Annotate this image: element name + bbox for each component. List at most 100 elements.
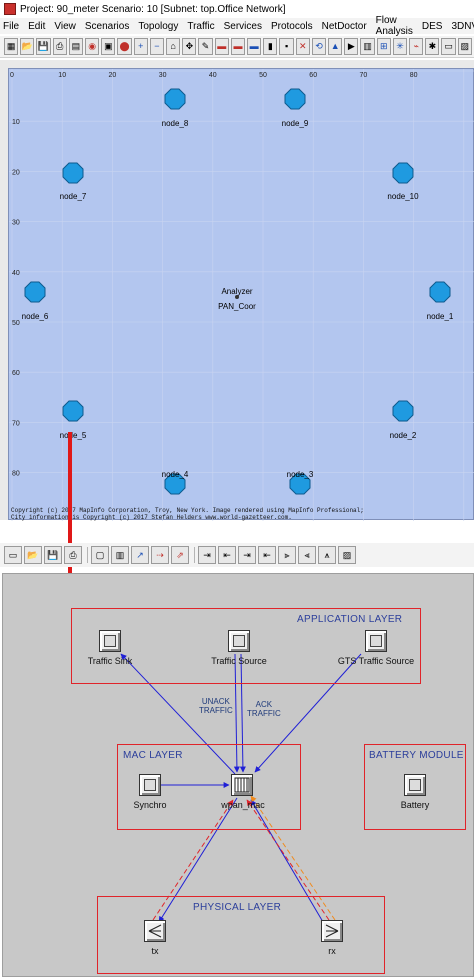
menu-file[interactable]: File — [3, 20, 20, 32]
print-icon[interactable]: ⎙ — [64, 546, 82, 564]
traffic-source-module[interactable] — [228, 630, 250, 652]
wpan-mac-module[interactable] — [231, 774, 253, 796]
home-icon[interactable]: ⌂ — [166, 38, 181, 55]
menu-view[interactable]: View — [54, 20, 76, 32]
menu-topology[interactable]: Topology — [138, 20, 179, 32]
palette-icon[interactable]: ◉ — [85, 38, 100, 55]
open-folder-icon[interactable]: 📂 — [20, 38, 35, 55]
tx-bus-icon[interactable]: ⇥ — [238, 546, 256, 564]
node-model-canvas[interactable]: APPLICATION LAYER MAC LAYER BATTERY MODU… — [2, 573, 474, 977]
antenna-icon[interactable]: ⩚ — [318, 546, 336, 564]
stat-wire-rx-to-mac-red[interactable] — [246, 799, 330, 921]
application-layer-box — [71, 608, 421, 684]
topology-icon[interactable]: ⊞ — [376, 38, 391, 55]
node-node-9-icon[interactable] — [284, 88, 306, 110]
link-ok-icon[interactable]: ▬ — [214, 38, 229, 55]
fail-icon[interactable]: ✕ — [295, 38, 310, 55]
stream-gts-to-mac[interactable] — [254, 653, 362, 773]
link-check-icon[interactable]: ▬ — [247, 38, 262, 55]
fullscreen-icon[interactable]: ▨ — [338, 546, 356, 564]
node-node-8-icon[interactable] — [164, 88, 186, 110]
battery-module-title: BATTERY MODULE — [369, 750, 464, 761]
tx-radio-icon[interactable]: ⫸ — [278, 546, 296, 564]
association-icon[interactable]: ⇗ — [171, 546, 189, 564]
node-node-10-icon[interactable] — [392, 162, 414, 184]
menu-netdoctor[interactable]: NetDoctor — [321, 20, 367, 32]
zoom-out-icon[interactable]: − — [149, 38, 165, 55]
pan-icon[interactable]: ✥ — [182, 38, 197, 55]
node-node-7-icon[interactable] — [62, 162, 84, 184]
rx-radio-icon[interactable]: ⫷ — [298, 546, 316, 564]
tx-pt-icon[interactable]: ⇥ — [198, 546, 216, 564]
battery-module-box — [364, 744, 466, 830]
map-tick-x: 40 — [209, 72, 217, 79]
recover-icon[interactable]: ⟲ — [311, 38, 327, 55]
unack-label-line-2: TRAFFIC — [199, 706, 233, 715]
new-icon[interactable]: ▭ — [4, 546, 22, 564]
draw-icon[interactable]: ✎ — [198, 38, 213, 55]
menu-flow-analysis[interactable]: Flow Analysis — [375, 15, 413, 37]
node-node-3-icon[interactable] — [289, 473, 311, 495]
stream-rx-to-mac[interactable] — [250, 799, 324, 923]
menu-scenarios[interactable]: Scenarios — [84, 20, 130, 32]
analyzer-dot[interactable] — [235, 295, 239, 299]
statistic-wire-icon[interactable]: ⇢ — [151, 546, 169, 564]
save-icon[interactable]: 💾 — [44, 546, 62, 564]
menu-edit[interactable]: Edit — [28, 20, 46, 32]
open-icon[interactable]: 📂 — [24, 546, 42, 564]
run-icon[interactable]: ▶ — [344, 38, 359, 55]
node-node-4-icon[interactable] — [164, 473, 186, 495]
print-preview-icon[interactable]: ▤ — [68, 38, 84, 55]
processor-icon[interactable]: ▢ — [91, 546, 109, 564]
stat-wire-rx-to-mac-orange[interactable] — [250, 795, 336, 921]
node-node-1-icon[interactable] — [429, 281, 451, 303]
map-tick-y: 20 — [12, 169, 20, 176]
stat-wire-tx-to-mac[interactable] — [152, 799, 234, 921]
folder-icon[interactable]: ▭ — [441, 38, 456, 55]
menu-traffic[interactable]: Traffic — [187, 20, 215, 32]
node-node-5-icon[interactable] — [62, 400, 84, 422]
save-icon[interactable]: 💾 — [36, 38, 51, 55]
tile-icon[interactable]: ▦ — [4, 38, 19, 55]
stream-source-to-mac-1[interactable] — [233, 653, 240, 773]
node-node-6-icon[interactable] — [24, 281, 46, 303]
mesh-icon[interactable]: ✳ — [392, 38, 408, 55]
application-layer-title: APPLICATION LAYER — [297, 614, 403, 625]
menu-3dnv[interactable]: 3DNV — [451, 20, 474, 32]
pin-icon[interactable]: ⬤ — [117, 38, 132, 55]
unack-label-line-1: UNACK — [201, 697, 230, 706]
battery-icon[interactable]: ▮ — [263, 38, 278, 55]
gts-traffic-source-module[interactable] — [365, 630, 387, 652]
wpan-mac-label: wpan_mac — [221, 800, 265, 810]
node-icon[interactable]: ▪ — [279, 38, 294, 55]
map-icon[interactable]: ▣ — [101, 38, 116, 55]
link-red-icon[interactable]: ▬ — [230, 38, 246, 55]
triangle-icon[interactable]: ▲ — [328, 38, 343, 55]
rx-module[interactable] — [321, 920, 343, 942]
wireless-icon[interactable]: ⌁ — [409, 38, 424, 55]
layers-icon[interactable]: ▨ — [457, 38, 472, 55]
print-icon[interactable]: ⎙ — [52, 38, 67, 55]
queue-icon[interactable]: ▥ — [111, 546, 129, 564]
menu-services[interactable]: Services — [223, 20, 262, 32]
battery-module[interactable] — [404, 774, 426, 796]
menu-des[interactable]: DES — [421, 20, 443, 32]
stream-mac-to-sink[interactable] — [120, 653, 236, 775]
stream-mac-to-tx[interactable] — [158, 797, 238, 923]
zoom-in-icon[interactable]: + — [133, 38, 148, 55]
menu-protocols[interactable]: Protocols — [270, 20, 313, 32]
stream-source-to-mac-2[interactable] — [239, 653, 246, 773]
rx-bus-icon[interactable]: ⇤ — [258, 546, 276, 564]
packet-stream-icon[interactable]: ↗ — [131, 546, 149, 564]
traffic-sink-module[interactable] — [99, 630, 121, 652]
synchro-module[interactable] — [139, 774, 161, 796]
pan-coordinator-label: PAN_Coor — [218, 302, 256, 311]
tx-module[interactable] — [144, 920, 166, 942]
rx-pt-icon[interactable]: ⇤ — [218, 546, 236, 564]
map-tick-x: 80 — [410, 72, 418, 79]
node-node-2-icon[interactable] — [392, 400, 414, 422]
star-icon[interactable]: ✱ — [425, 38, 440, 55]
results-icon[interactable]: ▥ — [360, 38, 375, 55]
